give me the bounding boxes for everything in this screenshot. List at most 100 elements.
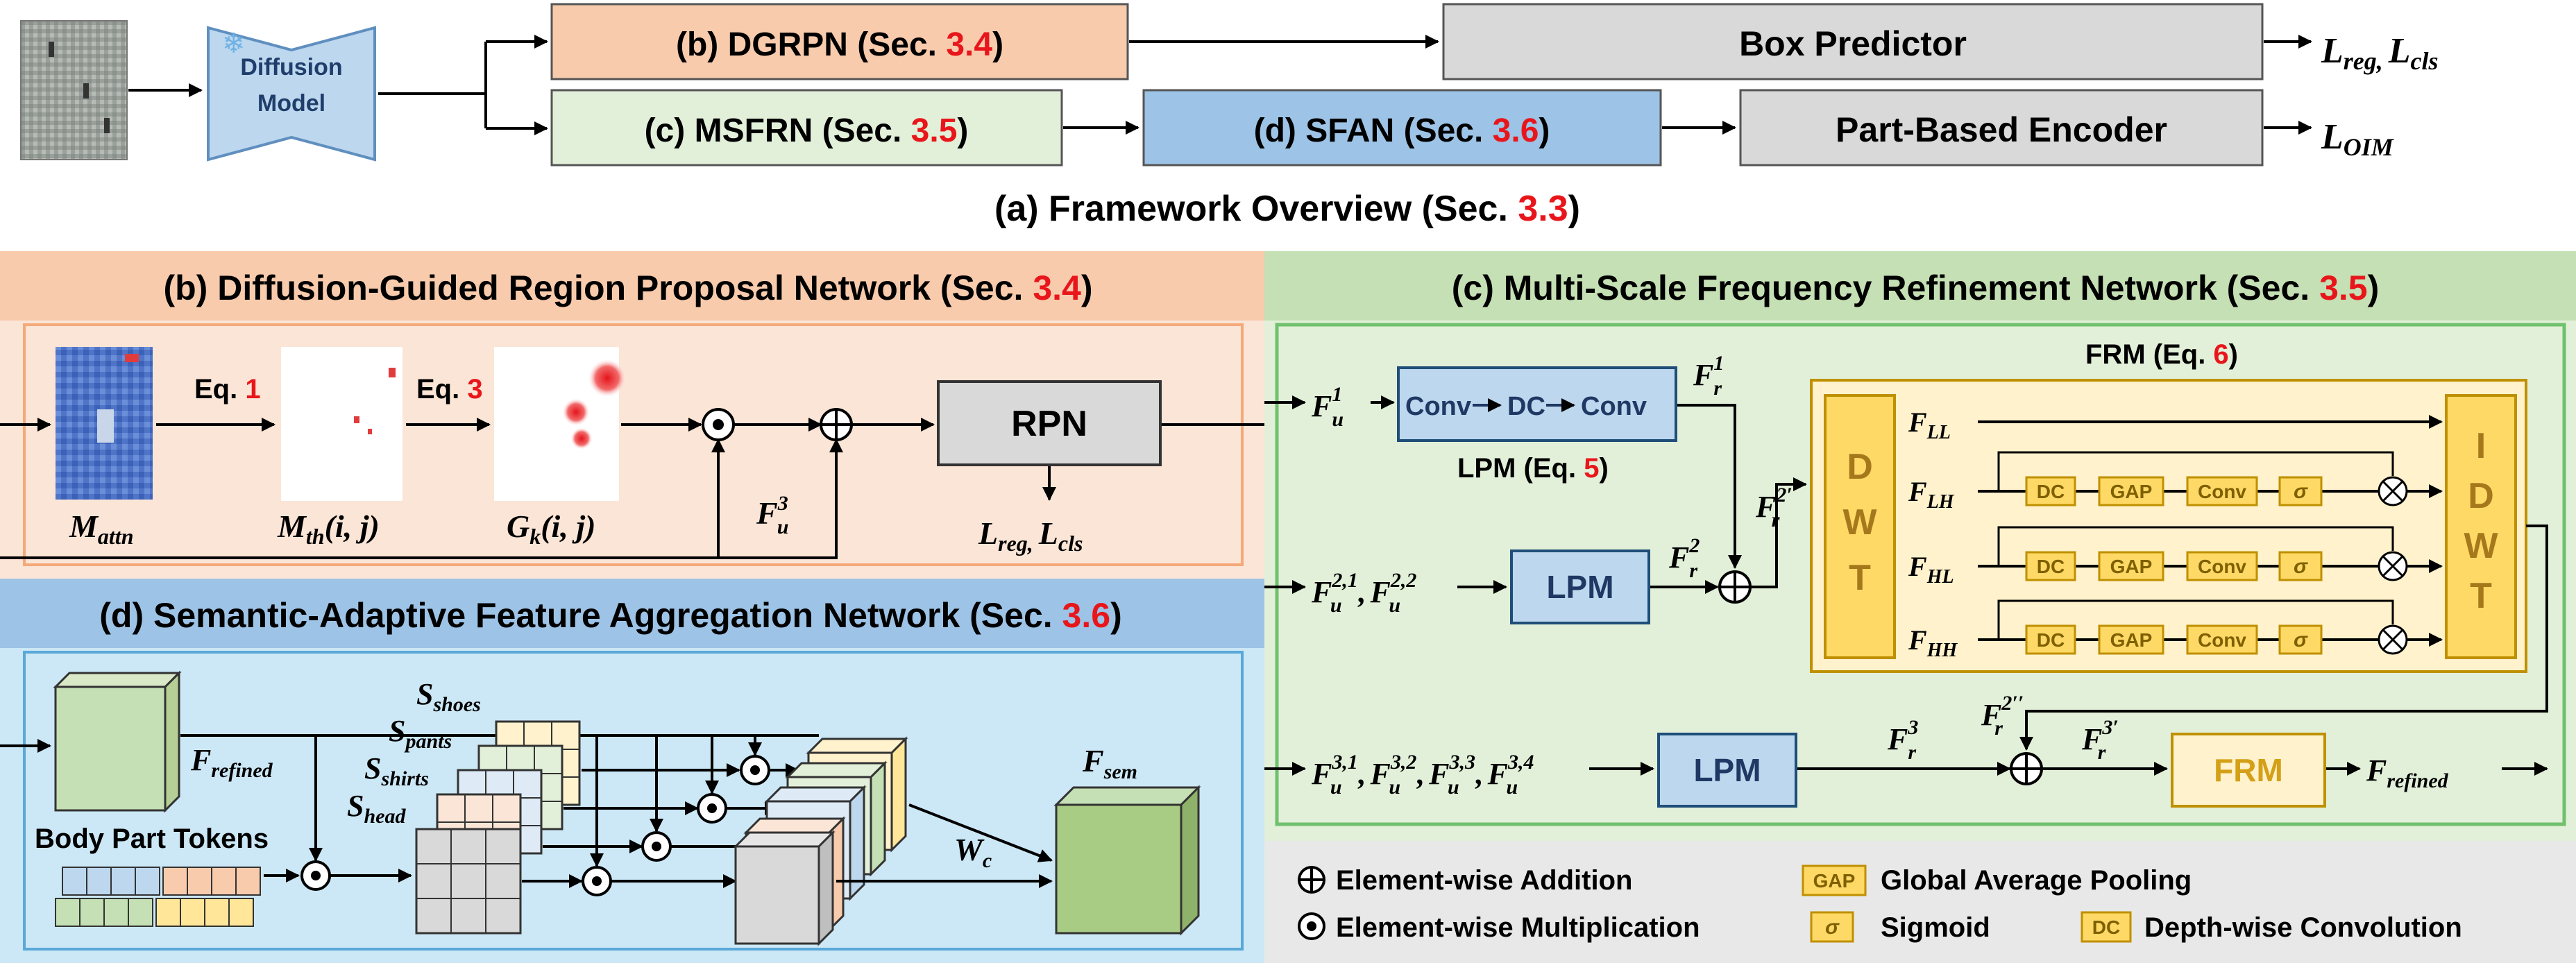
dwt-letter: D xyxy=(1847,447,1873,487)
msfrn-title: (c) Multi-Scale Frequency Refinement Net… xyxy=(1452,269,2379,307)
multiply-node xyxy=(2378,551,2408,581)
gap-legend-icon xyxy=(1802,864,1867,896)
lpm-detail-block xyxy=(1397,366,1677,442)
idwt-letter: I xyxy=(2476,426,2486,466)
m-attn-label: Mattn xyxy=(69,509,133,549)
dgrpn-label: (b) DGRPN (Sec. 3.4) xyxy=(676,26,1003,63)
sfan-label: (d) SFAN (Sec. 3.6) xyxy=(1254,112,1550,149)
s-pants-label: Spants xyxy=(389,714,452,753)
sfan-title: (d) Semantic-Adaptive Feature Aggregatio… xyxy=(99,596,1121,635)
lpm-3-label: LPM xyxy=(1693,752,1761,788)
multiply-node xyxy=(740,755,770,785)
dc-legend-icon xyxy=(2081,911,2132,943)
diffusion-model-block xyxy=(207,26,376,162)
diffusion-label: Diffusion xyxy=(240,54,342,80)
conv-1-label: Conv xyxy=(1405,392,1471,421)
multiply-node xyxy=(2378,624,2408,655)
s-shoes-label: Sshoes xyxy=(416,677,481,716)
sigma-tag: σ xyxy=(2294,555,2308,578)
conv-2-label: Conv xyxy=(1581,392,1647,421)
msfrn-label: (c) MSFRN (Sec. 3.5) xyxy=(645,112,969,149)
idwt-letter: T xyxy=(2470,576,2492,616)
conv-tag: Conv xyxy=(2198,629,2246,651)
overview-section: ❄ Diffusion Model (b) DGRPN (Sec. 3.4) B… xyxy=(20,3,2439,229)
lpm-eq-label: LPM (Eq. 5) xyxy=(1457,453,1609,484)
lpm-2-block xyxy=(1510,549,1650,624)
frm-chain-hl: DC GAP Conv σ xyxy=(2025,551,2408,581)
dc-legend-tag: DC xyxy=(2092,917,2120,938)
f-refined-label: Frefined xyxy=(190,743,273,782)
f-refined-cube xyxy=(53,670,182,813)
f-sem-label: Fsem xyxy=(1082,743,1137,783)
gap-tag: GAP xyxy=(2110,629,2153,651)
frm-eq-label: FRM (Eq. 6) xyxy=(2085,339,2238,370)
f-hh-label: FHH xyxy=(1908,624,1958,661)
model-label: Model xyxy=(257,90,325,117)
sigma-tag: σ xyxy=(2294,629,2308,651)
sfan-header xyxy=(0,579,1264,648)
part-encoder-label: Part-Based Encoder xyxy=(1836,110,2167,149)
rpn-block xyxy=(937,380,1162,466)
person-figure xyxy=(49,42,54,57)
w-c-label: Wc xyxy=(954,832,992,872)
weighted-features-stack xyxy=(733,736,908,946)
dc-tag: DC xyxy=(2037,481,2065,502)
multiply-node xyxy=(2378,476,2408,506)
eq1-label: Eq. 1 xyxy=(194,374,261,404)
f-lh-label: FLH xyxy=(1908,476,1955,513)
legend: Element-wise Addition Element-wise Multi… xyxy=(1264,841,2576,963)
frm-chain-hh: DC GAP Conv σ xyxy=(2025,624,2408,655)
part-encoder-block xyxy=(1739,89,2264,167)
f-r2-dprime-label: F2′′r xyxy=(1981,692,2024,740)
idwt-letter: D xyxy=(2468,476,2494,516)
box-predictor-block xyxy=(1442,3,2264,80)
sigma-tag: σ xyxy=(2294,480,2308,503)
dc-label: DC xyxy=(1507,392,1545,421)
person-figure xyxy=(83,83,89,99)
input-image xyxy=(20,20,128,160)
m-th-label: Mth(i, j) xyxy=(277,509,380,549)
multiply-node xyxy=(702,408,735,441)
rpn-loss-label: Lreg,Lcls xyxy=(978,515,1083,556)
dgrpn-title: (b) Diffusion-Guided Region Proposal Net… xyxy=(163,269,1092,307)
body-tokens-label: Body Part Tokens xyxy=(35,824,269,854)
add-legend-icon xyxy=(1298,866,1325,894)
dgrpn-block xyxy=(550,3,1129,80)
body-part-tokens xyxy=(55,867,261,927)
sigma-legend-icon xyxy=(1810,911,1854,943)
eq3-label: Eq. 3 xyxy=(416,374,483,404)
gap-legend-label: Global Average Pooling xyxy=(1881,865,2192,896)
dwt-letter: T xyxy=(1849,558,1871,598)
sigma-legend-tag: σ xyxy=(1825,916,1840,939)
f-hl-label: FHL xyxy=(1908,551,1954,588)
mult-legend-label: Element-wise Multiplication xyxy=(1336,912,1700,943)
overview-caption: (a) Framework Overview (Sec. 3.3) xyxy=(994,189,1580,229)
idwt-block xyxy=(2445,394,2517,659)
multiply-node xyxy=(697,793,727,824)
gap-tag: GAP xyxy=(2110,556,2153,577)
add-node xyxy=(1718,570,1752,604)
dc-legend-label: Depth-wise Convolution xyxy=(2144,912,2462,943)
msfrn-block xyxy=(550,89,1063,167)
multiply-node xyxy=(300,860,331,891)
sfan-panel: (d) Semantic-Adaptive Feature Aggregatio… xyxy=(0,579,1264,963)
g-k-label: Gk(i, j) xyxy=(507,509,595,549)
threshold-map xyxy=(281,347,402,501)
mult-legend-icon xyxy=(1298,912,1325,940)
frm-module xyxy=(1810,379,2527,673)
msfrn-header xyxy=(1264,251,2576,321)
dwt-letter: W xyxy=(1842,502,1877,543)
idwt-letter: W xyxy=(2464,526,2498,566)
f-r3-prime-label: F3′r xyxy=(2081,716,2119,764)
person-figure xyxy=(104,118,110,133)
f-refined-out-label: Frefined xyxy=(2366,753,2449,792)
dgrpn-header xyxy=(0,251,1264,321)
